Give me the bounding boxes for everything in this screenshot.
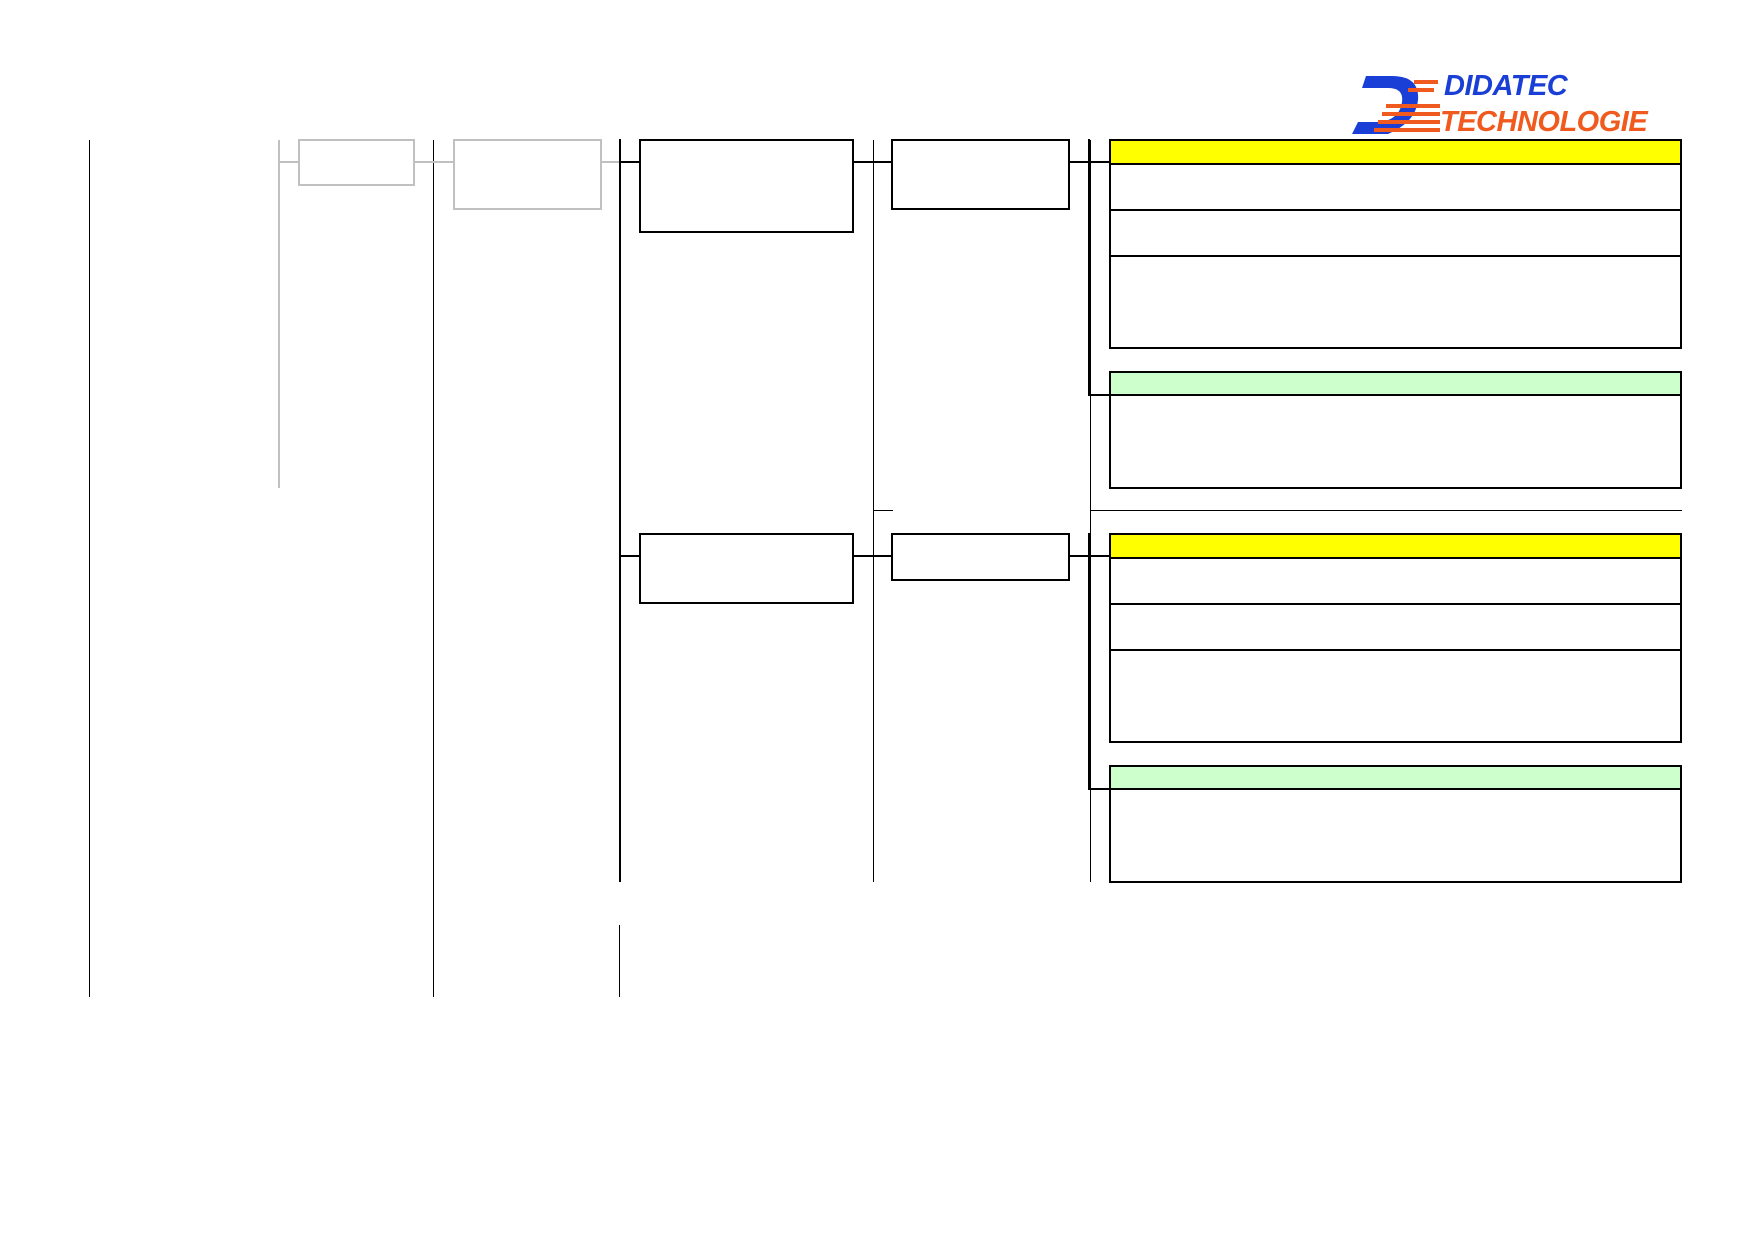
logo-line-2: TECHNOLOGIE [1440,106,1648,138]
didatec-logo-mark [1352,76,1440,134]
main-trunk [619,139,621,882]
gray-connector-vertical [278,140,280,488]
separator-horizontal-short [873,510,893,511]
group-1-note-header [1109,371,1682,396]
gray-box-2 [453,139,602,210]
branch-2-spine [1088,533,1090,790]
branch-1-box-b [891,139,1070,210]
didatec-logo: DIDATEC TECHNOLOGIE [1348,70,1678,140]
gray-connector-2 [415,161,453,163]
group-2-note-body [1109,788,1682,883]
logo-line-1: DIDATEC [1444,70,1568,102]
separator-horizontal-long [1090,510,1682,511]
group-1-note-body [1109,394,1682,489]
separator-vertical-2 [1090,140,1091,882]
separator-vertical-1 [873,140,874,882]
group-2-row-3 [1109,649,1682,743]
branch-2-box-b [891,533,1070,581]
guide-line-1 [89,140,90,997]
group-1-row-2 [1109,209,1682,257]
guide-line-3 [619,925,620,997]
branch-1-box-a [639,139,854,233]
group-2-note-header [1109,765,1682,790]
gray-connector-3 [602,161,620,163]
branch-2-connector-c [1070,555,1110,557]
group-2-row-2 [1109,603,1682,651]
guide-line-2 [433,140,434,997]
gray-connector-1 [278,161,298,163]
branch-1-spine [1088,139,1090,396]
branch-2-note-connector [1088,788,1110,790]
branch-1-note-connector [1088,394,1110,396]
group-1-row-1 [1109,163,1682,211]
branch-2-connector-b [854,555,892,557]
branch-2-connector-a [619,555,640,557]
group-2-header [1109,533,1682,559]
branch-2-box-a [639,533,854,604]
group-1-row-3 [1109,255,1682,349]
group-2-row-1 [1109,557,1682,605]
group-1-header [1109,139,1682,165]
gray-box-1 [298,139,415,186]
branch-1-connector-a [619,161,640,163]
